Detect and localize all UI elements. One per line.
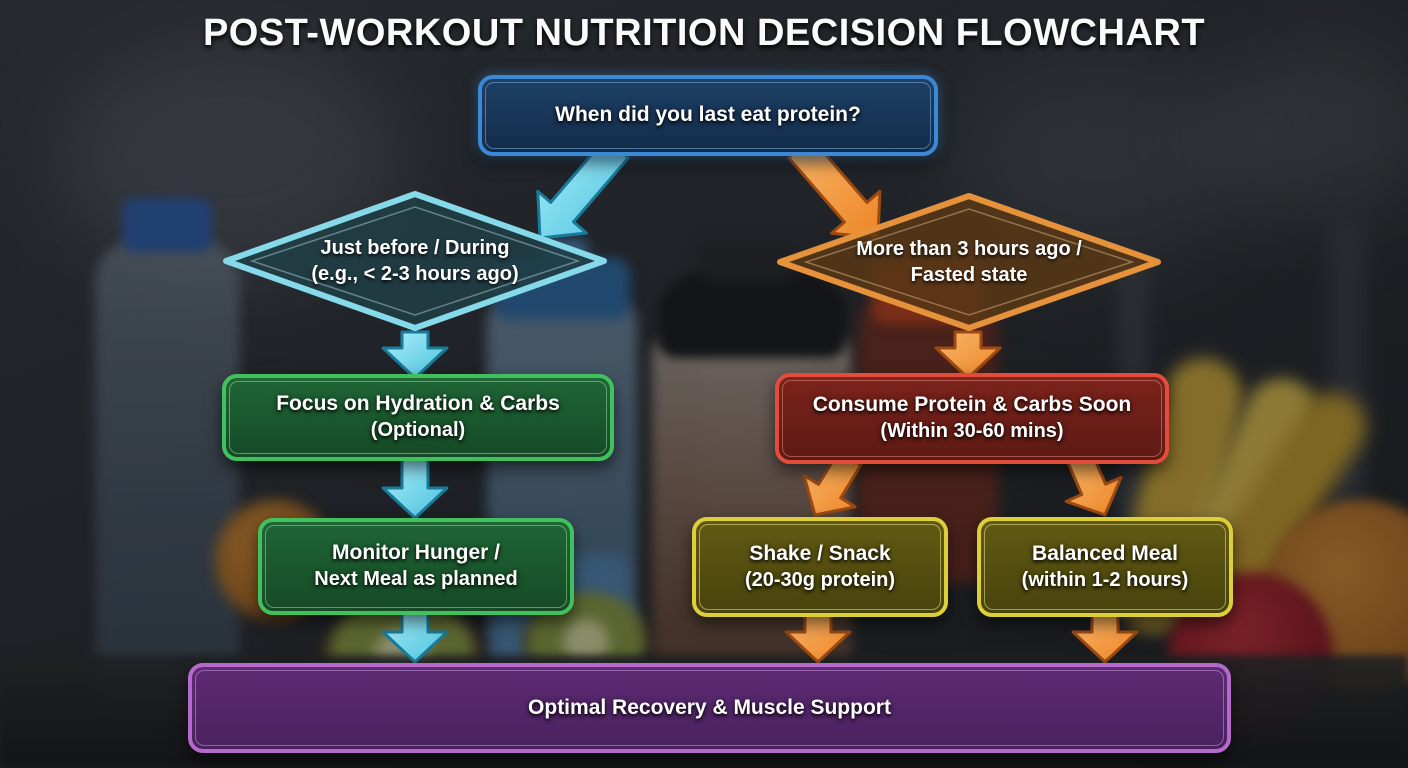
node-start-question: When did you last eat protein? [478,75,938,156]
node-shake-snack: Shake / Snack (20-30g protein) [692,517,948,617]
blue-shaker-photo [487,302,637,717]
node-label: Focus on Hydration & Carbs [276,392,560,416]
node-label: (e.g., < 2-3 hours ago) [311,263,519,285]
node-label: (Within 30-60 mins) [880,420,1064,443]
node-label: (Optional) [370,419,466,442]
arrow-monitor-to-outcome-icon [381,605,449,664]
node-label: Shake / Snack [749,541,891,565]
arrow-meal-to-outcome-icon [1071,608,1139,664]
page-title: POST-WORKOUT NUTRITION DECISION FLOWCHAR… [202,12,1206,54]
node-label: Just before / During [320,237,510,259]
orange-fruit-photo [1262,500,1408,695]
arrow-right-decision-to-consume-icon [934,330,1002,380]
node-outcome: Optimal Recovery & Muscle Support [188,663,1231,753]
node-label: Consume Protein & Carbs Soon [812,393,1132,417]
arrow-shake-to-outcome-icon [784,608,852,664]
node-balanced-meal: Balanced Meal (within 1-2 hours) [977,517,1233,617]
diamond-shape [777,193,1161,331]
node-label: Balanced Meal [1032,541,1178,565]
node-label: Next Meal as planned [314,568,518,591]
node-decision-just-before: Just before / During (e.g., < 2-3 hours … [218,186,612,336]
window-light-blur [1210,40,1408,220]
node-label: When did you last eat protein? [555,103,861,127]
node-label: (20-30g protein) [744,568,896,591]
gym-equipment-blur [1330,220,1364,600]
node-decision-fasted: More than 3 hours ago / Fasted state [772,188,1166,336]
node-label: More than 3 hours ago / [856,238,1082,260]
node-monitor-hunger: Monitor Hunger / Next Meal as planned [258,518,574,615]
node-hydration-carbs: Focus on Hydration & Carbs (Optional) [222,374,614,461]
arrow-hydration-to-monitor-icon [381,453,449,520]
node-consume-protein: Consume Protein & Carbs Soon (Within 30-… [775,373,1169,464]
water-bottle-cap-photo [122,198,212,252]
node-label: (within 1-2 hours) [1021,568,1189,591]
diamond-shape [223,191,607,331]
arrow-left-decision-to-hydration-icon [381,330,449,380]
node-label: Optimal Recovery & Muscle Support [528,695,891,719]
node-label: Monitor Hunger / [332,541,500,565]
node-label: Fasted state [910,264,1028,286]
